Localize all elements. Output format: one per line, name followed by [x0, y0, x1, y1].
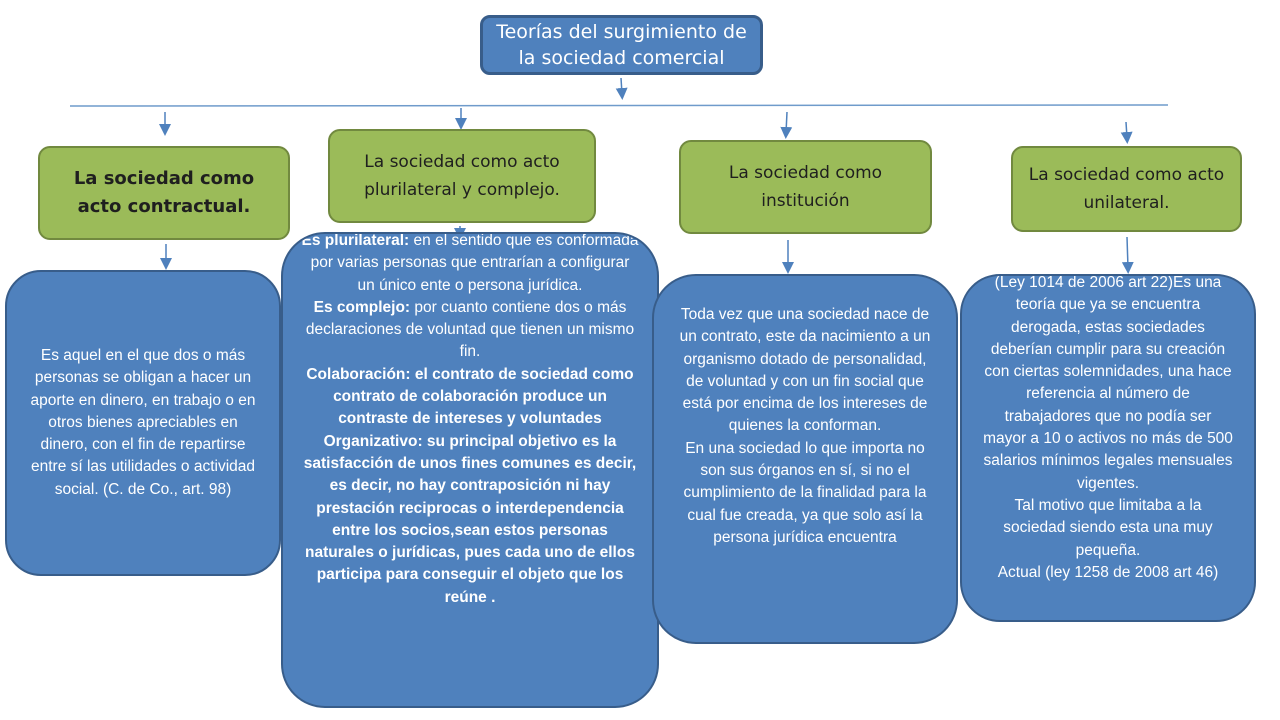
diagram-title: Teorías del surgimiento de la sociedad c…: [480, 15, 763, 75]
description-plurilateral: Es plurilateral: en el sentido que es co…: [281, 232, 659, 708]
category-institucion: La sociedad como institución: [679, 140, 932, 234]
plurilateral-label-1: Es plurilateral:: [301, 232, 410, 249]
category-plurilateral: La sociedad como acto plurilateral y com…: [328, 129, 596, 223]
category-contractual-label: La sociedad como acto contractual.: [73, 168, 255, 217]
description-institucion: Toda vez que una sociedad nace de un con…: [652, 274, 958, 644]
description-contractual: Es aquel en el que dos o más personas se…: [5, 270, 281, 576]
description-plurilateral-p1: Es plurilateral: en el sentido que es co…: [301, 232, 639, 297]
description-institucion-p1: Toda vez que una sociedad nace de un con…: [679, 306, 931, 435]
category-unilateral-label: La sociedad como acto unilateral.: [1028, 165, 1225, 213]
category-institucion-label: La sociedad como institución: [728, 163, 883, 211]
arrow-branch-4: [1120, 121, 1133, 144]
description-unilateral: (Ley 1014 de 2006 art 22)Es una teoría q…: [960, 274, 1256, 622]
description-unilateral-p2: Tal motivo que limitaba a la sociedad si…: [1003, 496, 1213, 559]
category-unilateral: La sociedad como acto unilateral.: [1011, 146, 1242, 232]
diagram-title-text: Teorías del surgimiento de la sociedad c…: [496, 21, 747, 69]
description-contractual-text: Es aquel en el que dos o más personas se…: [30, 346, 256, 498]
branch-line: [69, 104, 1169, 107]
category-contractual: La sociedad como acto contractual.: [38, 146, 290, 240]
plurilateral-label-2: Es complejo:: [313, 298, 411, 316]
description-institucion-p2: En una sociedad lo que importa no son su…: [683, 439, 927, 546]
description-plurilateral-p2: Es complejo: por cuanto contiene dos o m…: [301, 297, 639, 364]
category-plurilateral-label: La sociedad como acto plurilateral y com…: [364, 152, 560, 200]
arrow-title: [615, 77, 628, 100]
arrow-desc-4: [1121, 236, 1134, 274]
description-unilateral-p1: (Ley 1014 de 2006 art 22)Es una teoría q…: [983, 274, 1233, 492]
description-unilateral-p3: Actual (ley 1258 de 2008 art 46): [997, 563, 1219, 581]
plurilateral-text-1: en el sentido que es conformada por vari…: [310, 232, 639, 294]
description-plurilateral-p4: Organizativo: su principal objetivo es l…: [303, 432, 637, 606]
description-plurilateral-p3: Colaboración: el contrato de sociedad co…: [306, 365, 634, 428]
plurilateral-text-2: por cuanto contiene dos o más declaracio…: [305, 298, 635, 361]
arrow-branch-3: [780, 111, 793, 139]
